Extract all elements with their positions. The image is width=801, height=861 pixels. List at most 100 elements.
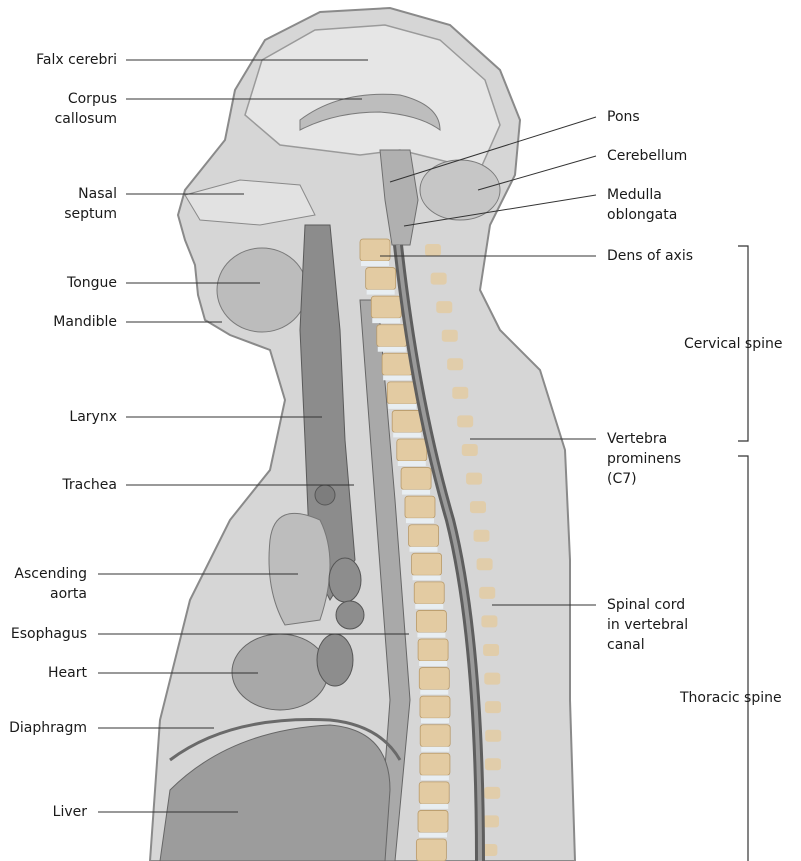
label-line: Larynx (69, 409, 117, 425)
vertebral-body (396, 438, 428, 462)
spinous-process (447, 358, 464, 371)
label-line: aorta (50, 586, 87, 602)
label-line: Cerebellum (607, 148, 688, 164)
spinous-process (473, 529, 490, 542)
vertebral-body (415, 838, 447, 861)
intervertebral-disc (420, 775, 449, 781)
intervertebral-disc (412, 575, 441, 581)
vessel-section (335, 600, 365, 630)
liver-shape (159, 724, 391, 861)
label-diaphragm: Diaphragm (9, 718, 87, 738)
label-line: (C7) (607, 471, 637, 487)
intervertebral-disc (383, 375, 412, 381)
leader-lines-right (380, 116, 597, 606)
label-esophagus: Esophagus (11, 624, 87, 644)
spinous-process (485, 729, 502, 742)
intervertebral-disc (372, 318, 401, 324)
spinous-process (425, 244, 441, 256)
intervertebral-disc (366, 289, 395, 295)
heart-shape (231, 633, 329, 711)
spinous-process (476, 558, 493, 571)
vertebral-body (419, 752, 451, 776)
intervertebral-disc (402, 489, 431, 495)
spinous-process (484, 701, 501, 714)
label-line: Nasal (78, 186, 117, 202)
label-line: Mandible (53, 314, 117, 330)
label-larynx: Larynx (69, 407, 117, 427)
label-trachea: Trachea (62, 475, 117, 495)
label-line: Falx cerebri (36, 52, 117, 68)
region-label: Thoracic spine (680, 690, 782, 706)
label-tongue: Tongue (67, 273, 117, 293)
vessel-section (328, 557, 362, 603)
label-line: Vertebra (607, 431, 668, 447)
spinous-process (469, 501, 486, 514)
label-line: Diaphragm (9, 720, 87, 736)
intervertebral-disc (415, 603, 444, 609)
label-falx-cerebri: Falx cerebri (36, 50, 117, 70)
diaphragm-shape (169, 718, 402, 762)
label-line: septum (64, 206, 117, 222)
label-cerebellum: Cerebellum (607, 146, 687, 166)
label-line: Spinal cord (607, 597, 686, 613)
label-line: Liver (52, 804, 87, 820)
spinous-process (452, 386, 469, 399)
brainstem-shape (379, 149, 419, 246)
vertebral-column (359, 238, 502, 861)
label-medulla-oblongata: Medulla oblongata (607, 185, 677, 225)
spinous-process (484, 672, 501, 685)
spinous-process (436, 301, 453, 314)
label-line: oblongata (607, 207, 678, 223)
spinal-cord-core (396, 244, 482, 861)
thoracic-spine-bracket (738, 455, 749, 861)
spinous-process (481, 844, 498, 856)
intervertebral-disc (393, 432, 422, 438)
vertebral-body (359, 238, 391, 262)
leader-lines-left (98, 59, 409, 813)
label-line: Heart (48, 665, 87, 681)
vertebral-body (417, 810, 449, 833)
label-line: Trachea (62, 477, 117, 493)
label-line: callosum (54, 111, 117, 127)
label-cervical-spine: Cervical spine (684, 334, 783, 354)
vertebral-body (376, 324, 408, 348)
vertebral-body (419, 695, 451, 719)
cervical-spine-bracket (738, 245, 749, 442)
label-vertebra-prominens: Vertebra prominens (C7) (607, 429, 681, 489)
tongue-shape (216, 247, 308, 333)
region-label: Cervical spine (684, 336, 783, 352)
leader-medulla-oblongata (403, 194, 597, 227)
vertebral-body (381, 352, 413, 376)
intervertebral-disc (361, 261, 389, 266)
vertebral-body (404, 495, 436, 519)
intervertebral-disc (420, 689, 449, 695)
intervertebral-disc (409, 546, 438, 552)
intervertebral-disc (420, 803, 449, 809)
region-brackets (738, 245, 749, 861)
label-heart: Heart (48, 663, 87, 683)
intervertebral-disc (421, 746, 450, 752)
vertebral-body (416, 610, 447, 633)
corpus-callosum-shape (299, 93, 441, 132)
vertebral-body (417, 638, 449, 662)
spinous-process (441, 329, 458, 342)
vertebral-body (408, 524, 439, 548)
heart-chamber (316, 633, 354, 687)
vertebral-body (386, 381, 418, 405)
label-liver: Liver (53, 802, 87, 822)
vertebral-body (413, 581, 445, 605)
leader-pons (389, 116, 597, 183)
vertebral-body (365, 267, 397, 290)
spinous-process (484, 786, 501, 799)
label-dens-of-axis: Dens of axis (607, 246, 693, 266)
vertebral-body (391, 410, 423, 433)
label-line: in vertebral (607, 617, 689, 633)
label-line: Medulla (607, 187, 662, 203)
spinous-process (479, 586, 496, 599)
vessel-section (314, 484, 336, 506)
vertebral-body (400, 467, 432, 490)
spinous-process (484, 758, 501, 771)
label-line: Esophagus (10, 626, 87, 642)
